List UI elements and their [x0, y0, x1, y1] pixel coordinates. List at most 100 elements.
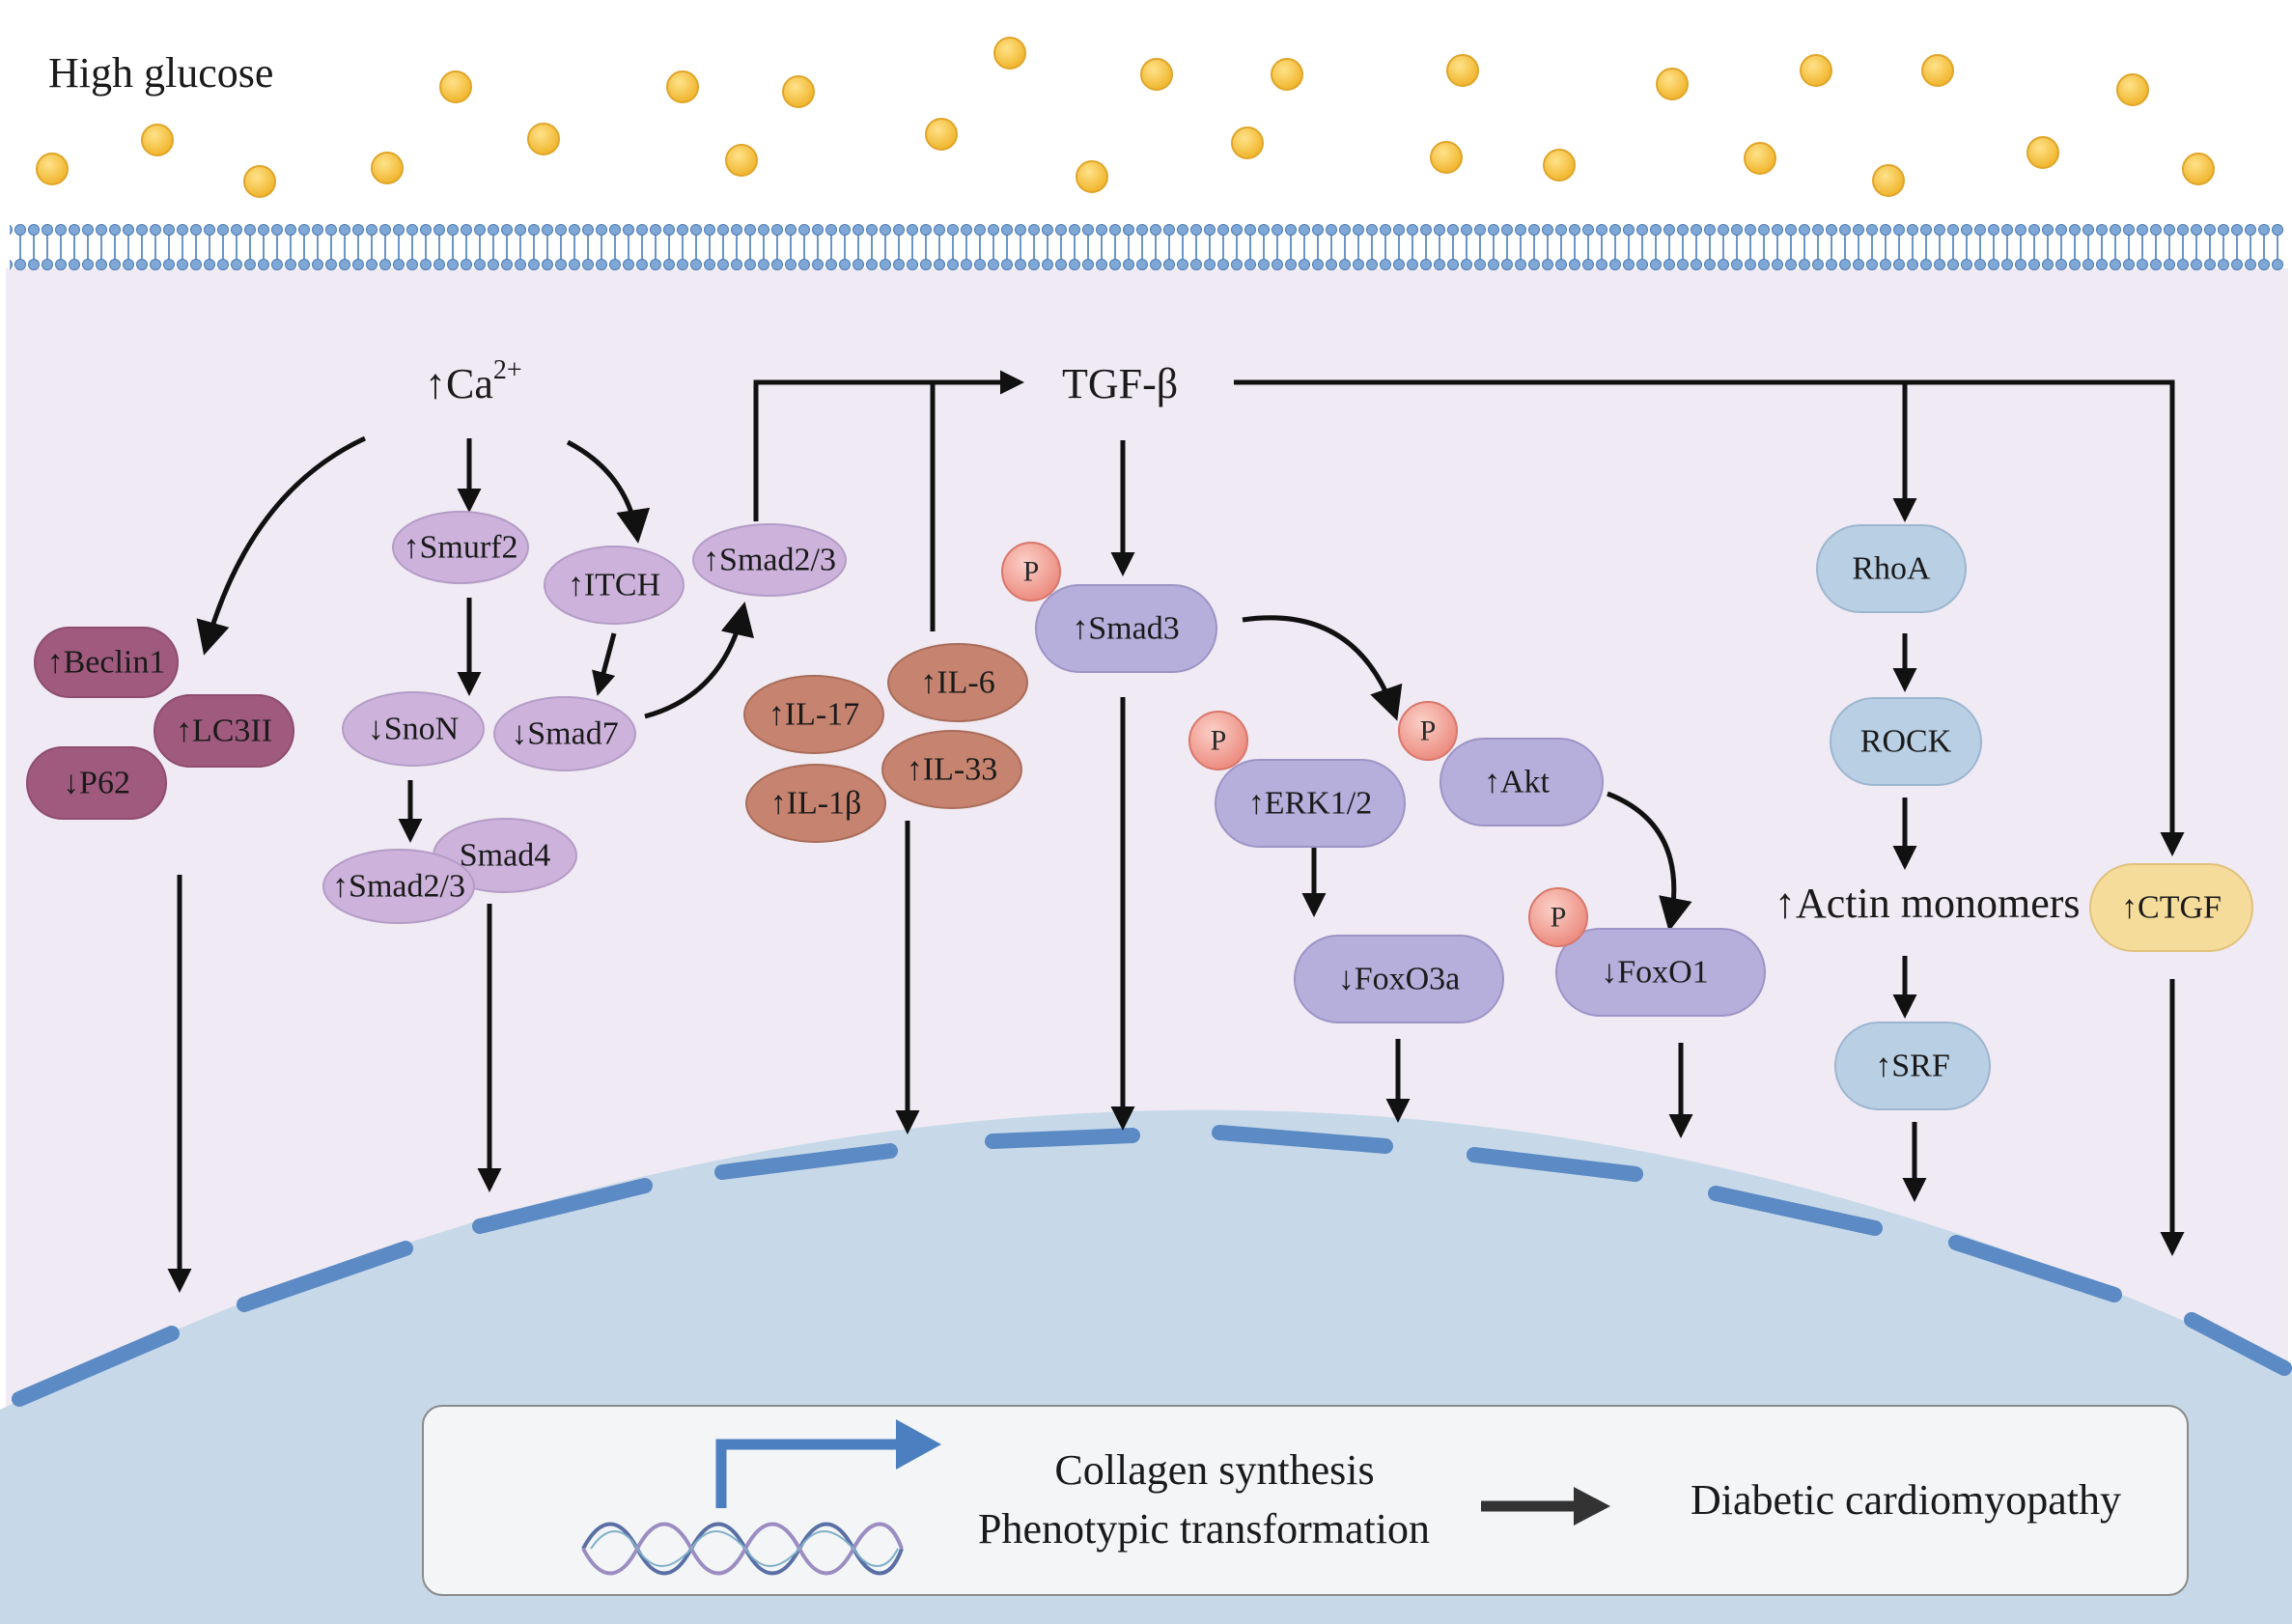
- nuclear-envelope-segment: [714, 1143, 898, 1180]
- glucose-molecule: [1076, 160, 1108, 193]
- erk-node[interactable]: [1215, 759, 1406, 848]
- glucose-molecule: [1271, 58, 1303, 91]
- arrow-smad7-to-smad23: [644, 602, 754, 719]
- glucose-molecule: [1744, 142, 1776, 175]
- phospho-erk: [1188, 711, 1248, 770]
- phospho-erk-label: P: [1211, 725, 1227, 757]
- phospho-foxo1: [1528, 887, 1588, 947]
- glucose-molecule: [1231, 126, 1264, 159]
- glucose-molecule: [1430, 141, 1463, 174]
- foxo1-label: ↓FoxO1: [1601, 955, 1708, 991]
- itch-label: ↑ITCH: [568, 568, 660, 603]
- snon-node[interactable]: [342, 691, 485, 767]
- glucose-molecule: [1543, 149, 1576, 182]
- rho-pathway-group: RhoA ROCK ↑Actin monomers ↑SRF ↑CTGF: [1775, 524, 2253, 1110]
- glucose-molecule: [2026, 136, 2059, 169]
- foxo3a-node[interactable]: [1294, 935, 1504, 1023]
- glucose-molecule: [782, 75, 815, 108]
- outcome-arrow-head: [1574, 1487, 1610, 1526]
- ctgf-node[interactable]: [2089, 863, 2253, 952]
- arrow-tgf-to-ctgf: [1234, 379, 2185, 856]
- arrow-ca-to-autophagy: [196, 435, 367, 656]
- glucose-molecule: [36, 153, 69, 185]
- glucose-molecule: [439, 70, 472, 103]
- smurf2-label: ↑Smurf2: [404, 530, 518, 566]
- pathway-arrows: [167, 370, 2185, 1293]
- glucose-molecule: [1872, 164, 1905, 197]
- rhoa-node[interactable]: [1816, 524, 1967, 613]
- il17-label: ↑IL-17: [769, 697, 859, 733]
- p62-label: ↓P62: [63, 766, 130, 801]
- akt-node[interactable]: [1439, 738, 1604, 826]
- dna-helix-icon: [581, 1522, 904, 1576]
- nuclear-envelope-segment: [1467, 1147, 1643, 1182]
- smurf2-node[interactable]: [392, 511, 529, 584]
- transcription-arrow-icon: [715, 1439, 898, 1508]
- smad23-bottom-label: ↑Smad2/3: [332, 869, 465, 905]
- smad23-top-label: ↑Smad2/3: [703, 543, 836, 578]
- phospho-smad3: [1001, 542, 1061, 602]
- il17-node[interactable]: [743, 675, 884, 754]
- il1b-label: ↑IL-1β: [770, 786, 862, 822]
- smad-group: ↑Smurf2 ↑ITCH ↑Smad2/3 ↓SnoN ↓Smad7 Smad…: [322, 511, 847, 924]
- interleukin-group: ↑IL-17 ↑IL-6 ↑IL-1β ↑IL-33: [743, 643, 1028, 843]
- nuclear-envelope-segment: [2184, 1312, 2292, 1376]
- il1b-node[interactable]: [745, 764, 886, 843]
- glucose-molecule: [925, 118, 958, 151]
- p62-node[interactable]: [26, 746, 167, 820]
- rock-label: ROCK: [1860, 724, 1952, 760]
- il33-node[interactable]: [881, 730, 1022, 809]
- glucose-molecule: [1140, 58, 1173, 91]
- nuclear-envelope-segment: [472, 1178, 653, 1234]
- nuclear-envelope: [12, 1125, 2292, 1407]
- autophagy-group: ↑Beclin1 ↑LC3II ↓P62: [26, 627, 294, 820]
- phospho-akt: [1398, 701, 1458, 761]
- extracellular-space: [0, 0, 2292, 232]
- transcription-arrow-head: [896, 1419, 941, 1470]
- outcome-panel: [422, 1405, 2189, 1596]
- smad7-label: ↓Smad7: [511, 716, 618, 752]
- glucose-molecule: [527, 123, 560, 155]
- glucose-molecule: [725, 144, 758, 177]
- beclin1-label: ↑Beclin1: [47, 645, 166, 681]
- collagen-synthesis-label: Collagen synthesis: [1054, 1446, 1374, 1494]
- arrow-smad3-to-akt: [1242, 615, 1403, 721]
- il6-label: ↑IL-6: [920, 665, 994, 701]
- erk-label: ↑ERK1/2: [1248, 786, 1372, 822]
- phospho-foxo1-label: P: [1551, 902, 1567, 934]
- rhoa-label: RhoA: [1852, 551, 1931, 587]
- rock-node[interactable]: [1830, 697, 1982, 786]
- outcome-box: Collagen synthesis Phenotypic transforma…: [422, 1405, 2189, 1596]
- foxo3a-label: ↓FoxO3a: [1338, 962, 1461, 997]
- smad7-node[interactable]: [493, 696, 636, 771]
- glucose-molecule: [1656, 68, 1689, 100]
- il6-node[interactable]: [887, 643, 1028, 722]
- phospho-smad3-label: P: [1023, 556, 1040, 588]
- arrow-akt-to-foxo1: [1607, 791, 1692, 932]
- nuclear-envelope-segment: [985, 1128, 1140, 1149]
- srf-label: ↑SRF: [1875, 1049, 1950, 1084]
- nuclear-envelope-segment: [1212, 1125, 1393, 1154]
- glucose-molecule: [141, 124, 174, 156]
- high-glucose-label: High glucose: [48, 49, 273, 97]
- smad3-node[interactable]: [1035, 584, 1217, 673]
- arrow-itch-to-smad7: [592, 632, 617, 696]
- ctgf-label: ↑CTGF: [2121, 890, 2222, 926]
- glucose-molecule: [371, 152, 404, 184]
- smad23-bottom-node[interactable]: [322, 849, 475, 924]
- beclin1-node[interactable]: [34, 627, 179, 698]
- srf-node[interactable]: [1834, 1022, 1991, 1110]
- actin-monomers-label: ↑Actin monomers: [1775, 880, 2081, 927]
- foxo1-node[interactable]: [1555, 928, 1766, 1017]
- phospho-akt-label: P: [1420, 715, 1437, 747]
- tgf-beta-label: TGF-β: [1062, 360, 1178, 407]
- calcium-label: ↑Ca2+: [425, 355, 522, 407]
- nuclear-envelope-segment: [1948, 1235, 2122, 1302]
- glucose-molecule: [1800, 54, 1832, 87]
- glucose-molecule: [2182, 153, 2215, 185]
- glucose-molecule: [2116, 73, 2149, 106]
- lc3ii-node[interactable]: [154, 694, 294, 768]
- itch-node[interactable]: [544, 546, 685, 625]
- smad23-top-node[interactable]: [692, 523, 847, 597]
- smad4-label: Smad4: [460, 838, 550, 874]
